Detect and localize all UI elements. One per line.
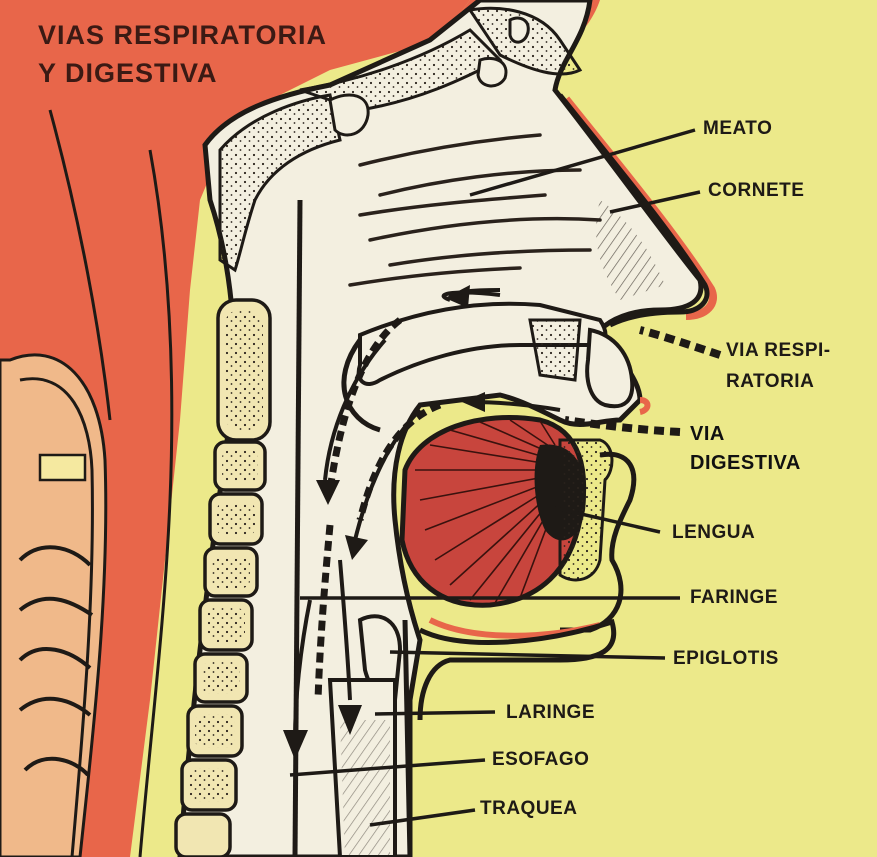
diagram-title-line1: VIAS RESPIRATORIA <box>38 20 328 50</box>
label-traquea: TRAQUEA <box>480 798 578 819</box>
label-via-digestiva-line1: VIA <box>690 423 725 445</box>
label-leader-lines <box>289 128 701 827</box>
vertebra-body <box>38 453 87 482</box>
diagram-title-line2: Y DIGESTIVA <box>38 58 218 88</box>
airway-flow-arrows <box>283 285 722 760</box>
upper-teeth <box>528 318 582 382</box>
label-meato: MEATO <box>703 118 773 139</box>
lower-lip-chin <box>560 451 637 633</box>
label-via-respiratoria-line2: RATORIA <box>726 371 815 392</box>
label-laringe: LARINGE <box>506 702 595 723</box>
label-via-respiratoria-line1: VIA RESPI- <box>726 340 831 361</box>
skull-base-bone <box>218 93 342 273</box>
label-via-digestiva-line2: DIGESTIVA <box>690 452 801 474</box>
label-esofago: ESOFAGO <box>492 749 590 770</box>
label-lengua: LENGUA <box>672 522 756 543</box>
label-faringe: FARINGE <box>690 587 778 608</box>
digestive-flow-arrows <box>338 392 681 735</box>
label-epiglotis: EPIGLOTIS <box>673 648 779 669</box>
neck-tissue <box>0 0 470 857</box>
label-cornete: CORNETE <box>708 180 805 201</box>
upper-lip <box>585 327 635 409</box>
nose-outline <box>558 93 710 328</box>
